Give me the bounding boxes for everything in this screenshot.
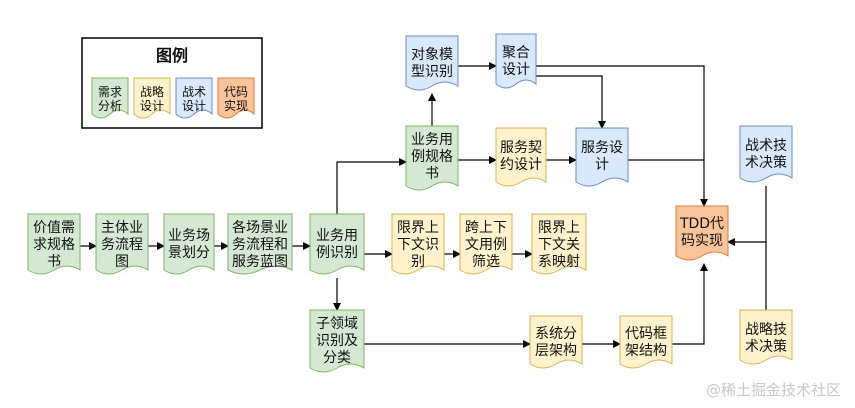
node-shape-n9 bbox=[405, 125, 459, 191]
edge-n18-n14 bbox=[672, 263, 708, 345]
node-shape-n4 bbox=[227, 213, 293, 275]
node-shape-n14 bbox=[675, 205, 729, 261]
node-shape-n16 bbox=[309, 309, 365, 373]
node-shape-n19 bbox=[739, 309, 793, 365]
edge-n11-n14 bbox=[628, 159, 708, 207]
edge-n13-n11 bbox=[536, 75, 606, 129]
legend-swatch-yellow bbox=[133, 77, 171, 119]
node-shape-n2 bbox=[95, 213, 149, 275]
node-shape-n10 bbox=[495, 127, 547, 187]
edge-n15-n14 bbox=[727, 186, 767, 246]
node-shape-n17 bbox=[529, 315, 583, 369]
node-shape-n18 bbox=[619, 315, 673, 369]
node-shape-n15 bbox=[739, 125, 793, 183]
node-shape-n13 bbox=[495, 33, 537, 89]
node-shape-n3 bbox=[163, 213, 215, 275]
legend-swatch-blue bbox=[175, 77, 213, 119]
node-shape-n1 bbox=[27, 213, 81, 275]
node-shape-n6 bbox=[391, 213, 445, 275]
legend-swatch-orange bbox=[217, 77, 255, 119]
edge-n5-n9 bbox=[336, 158, 407, 214]
node-shape-n5 bbox=[309, 213, 365, 275]
node-shape-n12 bbox=[405, 35, 459, 91]
edge-n13-n14 bbox=[536, 65, 705, 160]
node-shape-n11 bbox=[575, 127, 629, 187]
node-shape-n7 bbox=[459, 213, 513, 275]
watermark: @稀土掘金技术社区 bbox=[705, 381, 841, 399]
node-shape-n8 bbox=[531, 213, 587, 275]
legend-swatch-green bbox=[91, 77, 129, 119]
